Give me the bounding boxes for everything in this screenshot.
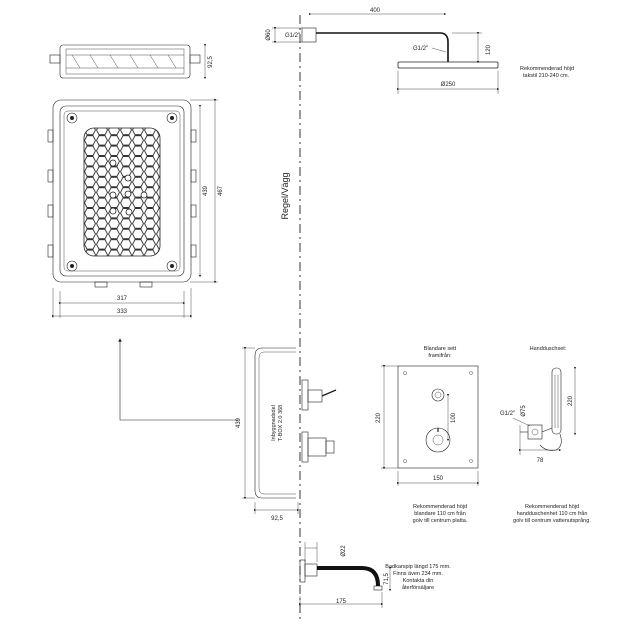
- box-outer-height-label: 467: [218, 185, 224, 196]
- side-box-text-line2: T-BOX 2.0 368: [278, 405, 284, 441]
- hand-dia-label: Ø75: [521, 405, 527, 417]
- shower-head-drawing: 400 Ø60 G1/2" G1/2" 120 Ø250 Rekommender…: [266, 8, 574, 94]
- spout-note-line4: återförsäljare: [402, 584, 434, 591]
- box-top-depth-label: 92,5: [208, 56, 214, 68]
- hand-shower-drawing: Handduschset: 78 220 Ø75 G1/2" Rekommend…: [500, 346, 591, 524]
- drop-label: 120: [486, 44, 492, 55]
- hand-height-label: 220: [568, 395, 574, 406]
- hand-depth-label: 78: [537, 458, 544, 464]
- box-side-view: 439 Inbyggnadsdel T-BOX 2.0 368 92,5: [236, 346, 337, 522]
- side-box-text-line1: Inbyggnadsdel: [271, 405, 277, 441]
- mount-hole-icon: [66, 112, 78, 124]
- mixer-title-line2: framifrån:: [428, 352, 452, 359]
- mount-hole-icon: [166, 260, 178, 272]
- pipe-dia-label: Ø60: [266, 29, 272, 41]
- mixer-note-line3: golv till centrum platta.: [413, 518, 468, 524]
- hand-note-line1: Rekommenderad höjd: [525, 504, 579, 510]
- connector-arrow: [118, 338, 238, 421]
- mixer-width-label: 150: [433, 476, 444, 482]
- box-top-view: 92,5: [49, 43, 214, 80]
- box-outer-width-label: 333: [117, 309, 128, 315]
- mixer-spacing-label: 100: [451, 412, 457, 423]
- hand-note-line3: golv till centrum vattenutsprång.: [513, 517, 591, 524]
- spout-length-label: 175: [336, 599, 347, 605]
- hand-thread-label: G1/2": [500, 411, 515, 417]
- arm-length-label: 400: [370, 8, 381, 14]
- mount-hole-icon: [66, 260, 78, 272]
- mixer-title-line1: Blandare sett: [424, 346, 457, 352]
- mixer-note-line1: Rekommenderad höjd: [413, 504, 467, 510]
- spout-dia-label: Ø22: [341, 545, 347, 557]
- hand-note-line2: handduschenhet 110 cm från: [517, 510, 588, 517]
- mixer-front-drawing: Blandare sett framifrån: 100 220 150 Rek…: [376, 346, 480, 524]
- hand-shower-icon: [551, 367, 562, 435]
- mixer-note-line2: blandare 110 cm från: [414, 510, 466, 517]
- box-inner-height-label: 439: [203, 185, 209, 196]
- wall-thread-label: G1/2": [285, 33, 300, 39]
- side-height-label: 439: [236, 417, 242, 428]
- head-thread-label: G1/2": [413, 46, 428, 52]
- head-dia-label: Ø250: [441, 82, 456, 88]
- wall-label: Regel/Vägg: [280, 172, 290, 219]
- head-note-line2: takstil 210-240 cm.: [523, 73, 570, 79]
- head-note-line1: Rekommenderad höjd: [520, 66, 574, 72]
- side-depth-label: 92,5: [271, 516, 283, 522]
- spout-note-line2: Finns även 234 mm.: [393, 571, 443, 577]
- spout-note-line1: Badkarspip längd 175 mm.: [385, 564, 451, 570]
- spout-height-label: 71,5: [384, 573, 390, 585]
- hand-title: Handduschset:: [530, 346, 567, 352]
- box-front-view: 439 467 317 333: [47, 98, 224, 318]
- mixer-height-label: 220: [376, 412, 382, 423]
- spout-drawing: Ø22 71,5 175 Badkarspip längd 175 mm. Fi…: [298, 542, 451, 608]
- diverter-knob-icon: [431, 388, 445, 402]
- spout-note-line3: Kontakta din: [403, 578, 434, 584]
- honeycomb-panel: [83, 127, 161, 257]
- box-inner-width-label: 317: [117, 296, 128, 302]
- mount-hole-icon: [166, 112, 178, 124]
